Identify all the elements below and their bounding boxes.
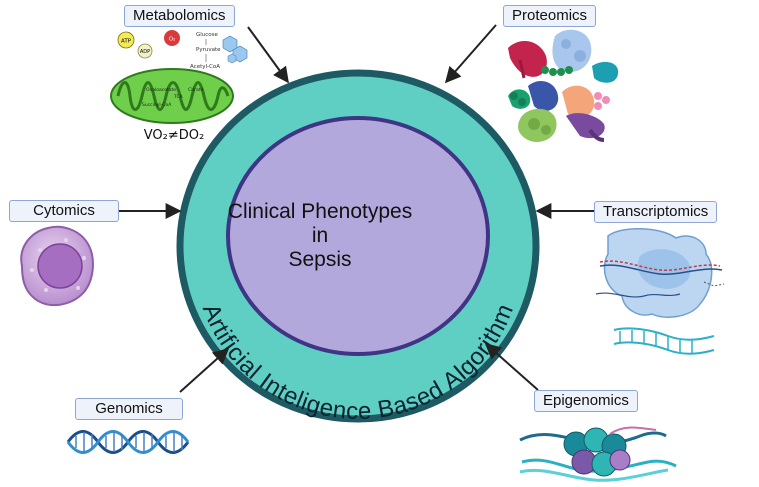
- svg-text:Glucose: Glucose: [196, 32, 219, 38]
- svg-text:O₂: O₂: [169, 37, 176, 43]
- svg-text:Oxaloacetate: Oxaloacetate: [146, 87, 176, 93]
- label-epigenomics: Epigenomics: [534, 390, 638, 412]
- svg-text:Pyruvate: Pyruvate: [196, 47, 221, 53]
- label-genomics: Genomics: [75, 398, 183, 420]
- svg-text:ATP: ATP: [121, 39, 132, 45]
- center-title-line-2: in: [311, 224, 329, 247]
- arrow-epigenomics: [484, 342, 539, 391]
- label-transcriptomics: Transcriptomics: [594, 201, 718, 223]
- arrow-metabolomics: [247, 26, 289, 84]
- protein-structures-illustration: [508, 29, 619, 142]
- label-cytomics: Cytomics: [9, 200, 119, 222]
- arrow-genomics: [179, 347, 230, 393]
- immune-cell-illustration: [20, 225, 94, 307]
- nucleosome-illustration: [519, 426, 677, 482]
- mitochondria-illustration: ATP ADP O₂ Glucose Pyruvate Acetyl-CoA O…: [110, 30, 248, 143]
- svg-text:TCA: TCA: [173, 94, 184, 100]
- center-title: Clinical Phenotypes in Sepsis: [225, 200, 415, 272]
- svg-text:Acetyl-CoA: Acetyl-CoA: [190, 64, 220, 70]
- svg-text:ADP: ADP: [140, 49, 150, 55]
- svg-text:Citrate: Citrate: [188, 87, 204, 93]
- ribosome-illustration: [595, 228, 725, 355]
- svg-text:Succinyl-CoA: Succinyl-CoA: [142, 102, 172, 108]
- label-metabolomics: Metabolomics: [124, 5, 235, 27]
- dna-helix-illustration: [66, 430, 190, 454]
- phenotype-core: [226, 116, 490, 356]
- center-title-line-3: Sepsis: [288, 248, 352, 271]
- vo2-do2-equation: VO₂≠DO₂: [144, 128, 204, 143]
- center-title-line-1: Clinical Phenotypes: [227, 200, 413, 223]
- arrow-proteomics: [444, 24, 497, 84]
- label-proteomics: Proteomics: [503, 5, 597, 27]
